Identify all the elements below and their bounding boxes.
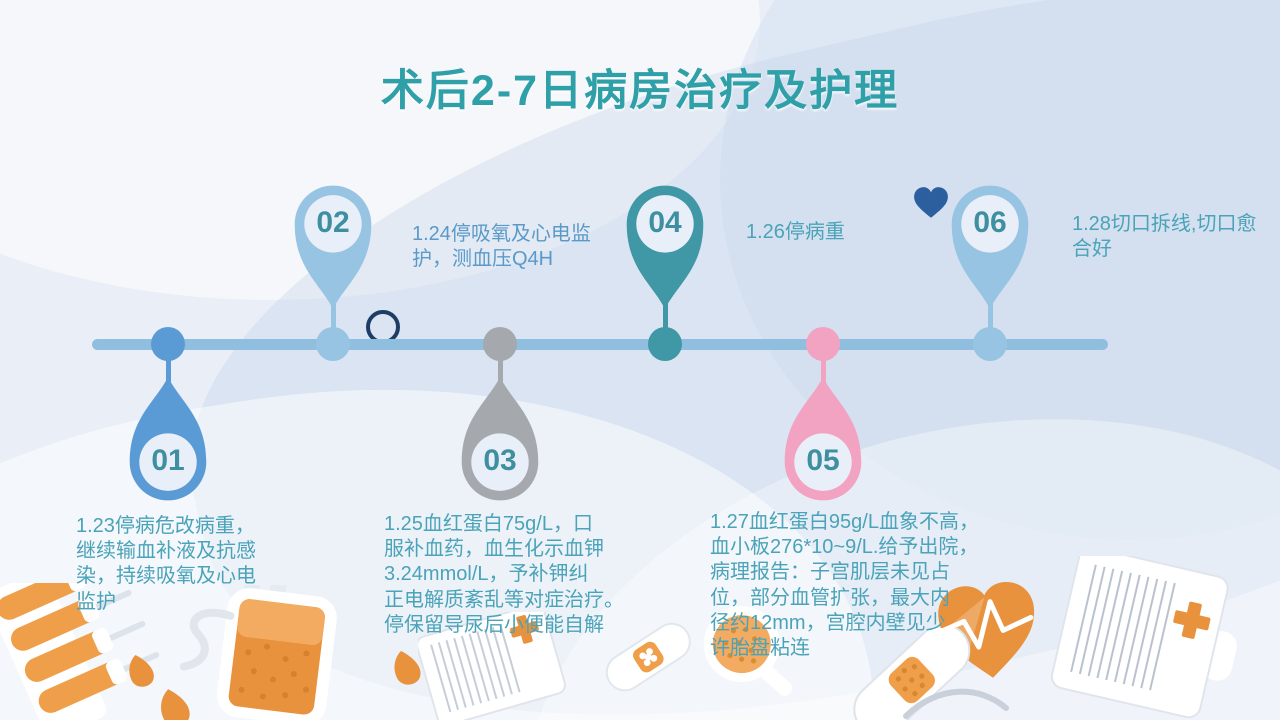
timeline-pin [784,376,862,501]
timeline-pin [626,185,704,310]
milestone-number: 03 [483,444,517,477]
blood-bag-icon [179,585,337,720]
milestone-number: 04 [648,206,682,239]
pin-stem [498,344,503,382]
clipboard-icon-2 [1050,556,1237,719]
milestone-note: 1.27血红蛋白95g/L血象不高， 血小板276*10~9/L.给予出院， 病… [710,511,979,659]
pill-tray-icon [0,583,160,720]
milestone-number: 06 [973,206,1007,239]
milestone-note: 1.25血红蛋白75g/L，口 服补血药，血生化示血钾 3.24mmol/L，予… [384,513,624,636]
timeline-dot [483,327,517,361]
milestone-number: 02 [316,206,350,239]
milestone-number: 01 [151,444,185,477]
heart-icon [914,187,948,218]
timeline-dot [648,327,682,361]
bandaid-icon [605,622,691,692]
timeline-dot [973,327,1007,361]
pin-stem [821,344,826,382]
timeline-dot [316,327,350,361]
hand-mirror-icon [703,606,793,696]
milestone-note: 1.23停病危改病重， 继续输血补液及抗感 染，持续吸氧及心电 监护 [76,515,256,613]
page-title: 术后2-7日病房治疗及护理 [380,67,900,115]
pin-stem [331,304,336,346]
pin-stem [988,304,993,346]
timeline-bar [92,339,1108,350]
timeline-pin [951,185,1029,310]
pin-stem [663,304,668,346]
droplet-icon [394,651,421,685]
milestone-note: 1.28切口拆线,切口愈 合好 [1072,213,1257,261]
stethoscope-tube-icon [903,688,1009,719]
droplet-icon [129,654,154,687]
milestone-number: 05 [806,444,840,477]
timeline-dot [806,327,840,361]
droplet-icon [161,689,190,720]
bandaid-icon-2 [853,628,971,720]
timeline-pin [129,376,207,501]
timeline-dot [151,327,185,361]
timeline-pin [461,376,539,501]
milestone-note: 1.24停吸氧及心电监 护，测血压Q4H [412,223,591,271]
pin-stem [166,344,171,382]
milestone-note: 1.26停病重 [746,221,845,243]
clipboard-icon [418,612,567,720]
timeline-pin [294,185,372,310]
